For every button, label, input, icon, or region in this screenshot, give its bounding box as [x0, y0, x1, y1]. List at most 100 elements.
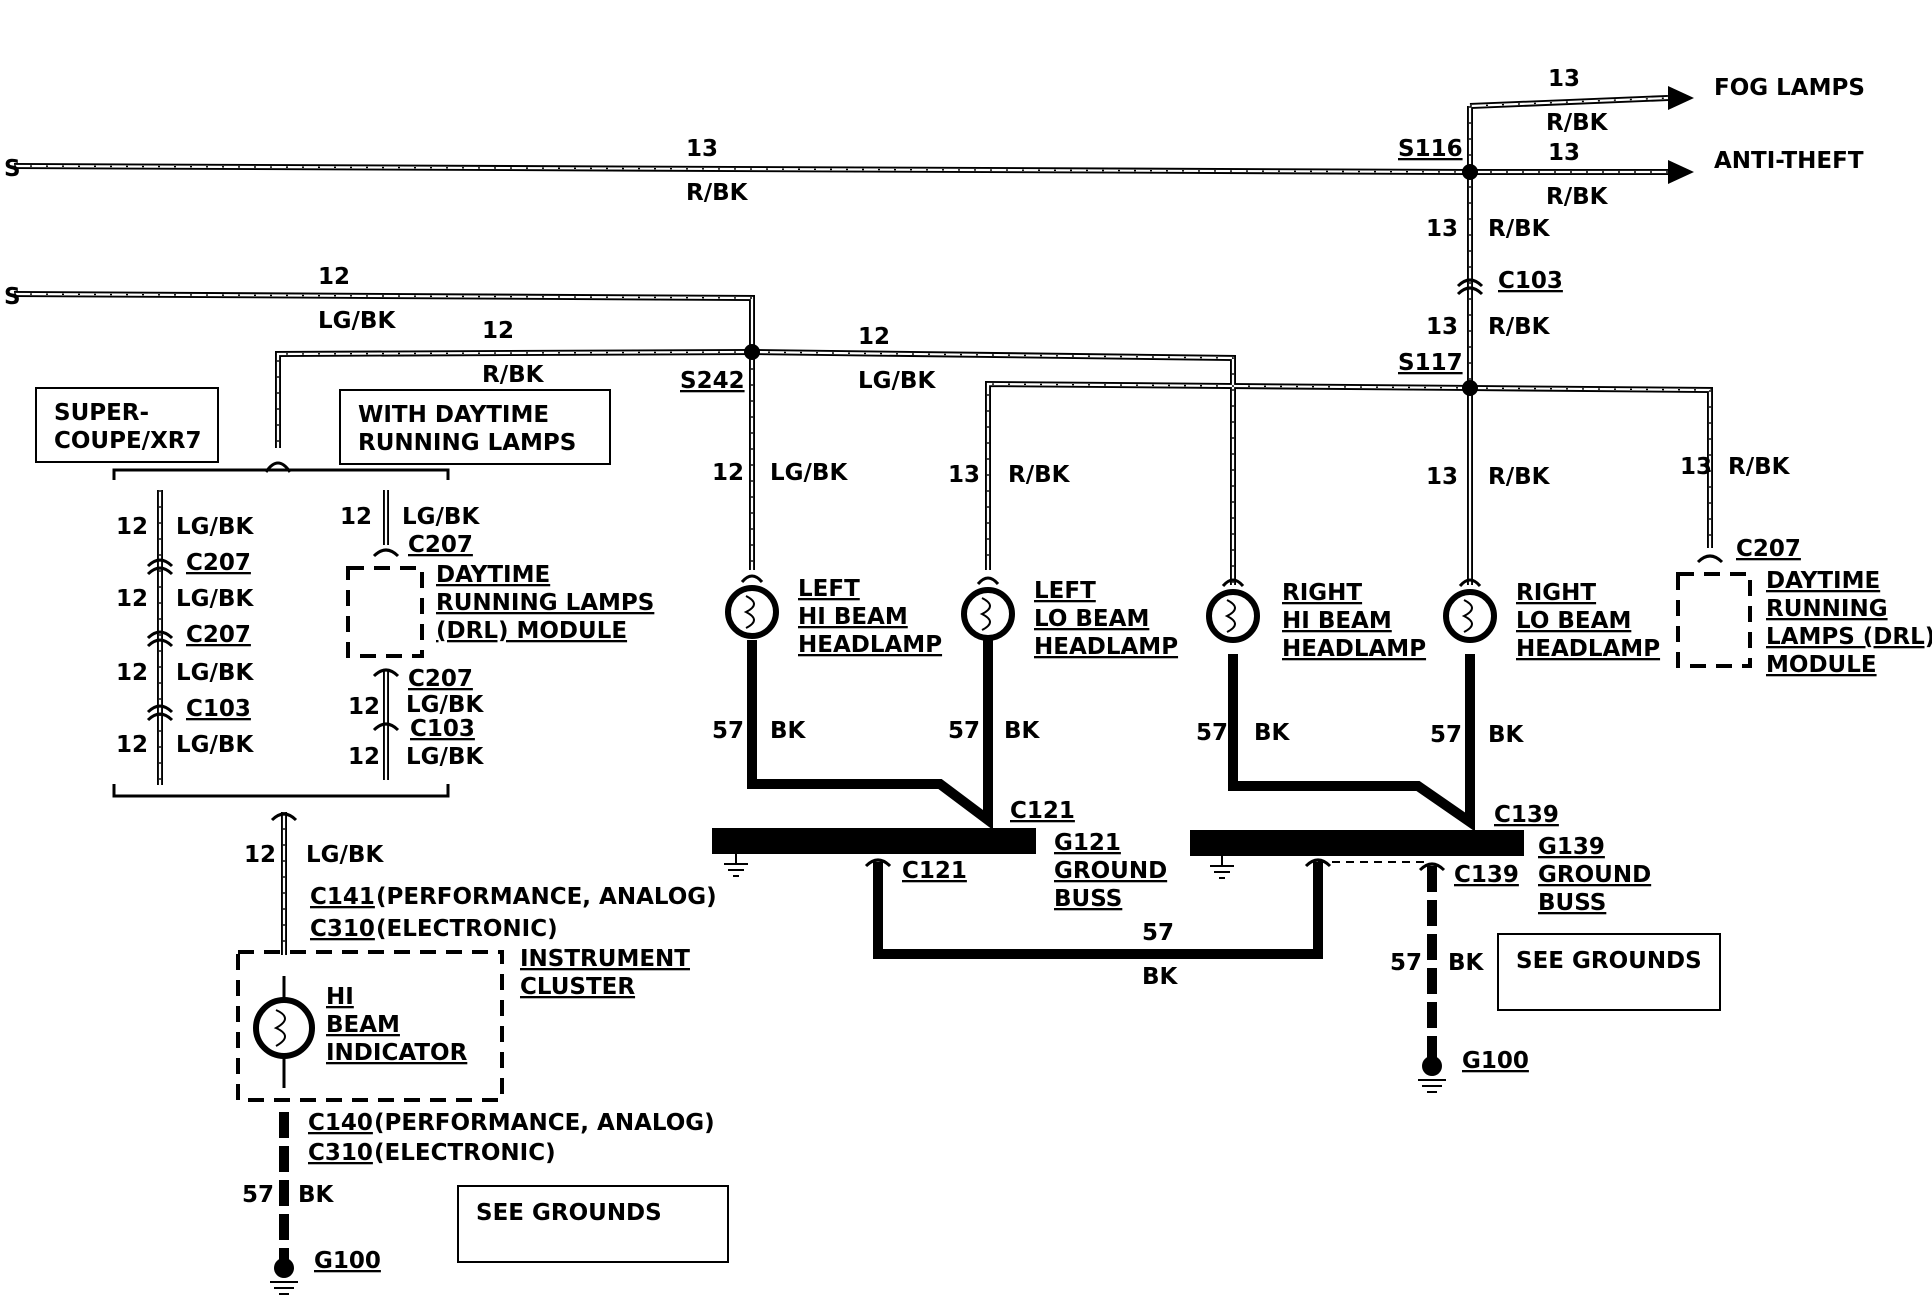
indicator-line-1: HI [326, 984, 354, 1010]
drl-w2-color: LG/BK [406, 692, 484, 718]
rh-lo-name-3: HEADLAMP [1516, 636, 1660, 662]
arrow-anti-theft-icon [1668, 160, 1694, 184]
lh-hi-gnd-gauge: 57 [712, 718, 744, 744]
right-ground-color: BK [1448, 950, 1485, 976]
right-drl-line-4: MODULE [1766, 652, 1877, 678]
right-drl-line-1: DAYTIME [1766, 568, 1880, 594]
main-12-color: LG/BK [318, 308, 396, 334]
splice-s116-dot [1462, 164, 1478, 180]
lh-hi-gauge: 12 [712, 460, 744, 486]
drl-c3: C103 [410, 716, 475, 742]
rh-lo-color: R/BK [1488, 464, 1551, 490]
g139-connector: C139 [1494, 802, 1559, 828]
left-c3: C103 [186, 696, 251, 722]
cluster-c141: C141 [310, 884, 375, 910]
ground-symbol-icon [1418, 1079, 1446, 1093]
splice-s116-label: S116 [1398, 136, 1463, 162]
anti-theft-color: R/BK [1546, 184, 1609, 210]
lh-hi-name-3: HEADLAMP [798, 632, 942, 658]
lh-lo-name-2: LO BEAM [1034, 606, 1149, 632]
riser-color-1: R/BK [1488, 216, 1551, 242]
drl-12-gauge: 12 [482, 318, 514, 344]
riser-gauge-1: 13 [1426, 216, 1458, 242]
striped-wires: S S [4, 95, 1713, 955]
lh-lo-name-3: HEADLAMP [1034, 634, 1178, 660]
bridge-color: BK [1142, 964, 1179, 990]
see-grounds-box-1 [457, 1185, 729, 1263]
riser-connector: C103 [1498, 268, 1563, 294]
left-w1-color: LG/BK [176, 514, 254, 540]
g121-ground-buss [712, 828, 1036, 854]
drl-c2: C207 [408, 666, 473, 692]
anti-theft-dest: ANTI-THEFT [1714, 148, 1864, 174]
drl-w2-gauge: 12 [348, 694, 380, 720]
cluster-c310a-note: (ELECTRONIC) [376, 916, 558, 942]
lh-lo-name-1: LEFT [1034, 578, 1096, 604]
left-w1-gauge: 12 [116, 514, 148, 540]
bracket-top [112, 468, 450, 480]
left-hi-beam-headlamp-bulb-icon [725, 574, 779, 639]
see-grounds-box-2 [1497, 933, 1721, 1011]
cluster-title-1: INSTRUMENT [520, 946, 690, 972]
g139-label-1: G139 [1538, 834, 1605, 860]
g121-label-2: GROUND [1054, 858, 1167, 884]
rh-lo-gnd-gauge: 57 [1430, 722, 1462, 748]
drl-w3-gauge: 12 [348, 744, 380, 770]
drl-module-box [346, 566, 424, 658]
connector-c103-arc [1456, 278, 1484, 288]
cluster-feed-color: LG/BK [306, 842, 384, 868]
lh-hi-color: LG/BK [770, 460, 848, 486]
hi-beam-indicator-bulb-icon [253, 997, 315, 1059]
rh-hi-name-3: HEADLAMP [1282, 636, 1426, 662]
bridge-gauge: 57 [1142, 920, 1174, 946]
left-w2-color: LG/BK [176, 586, 254, 612]
lh-hi-name-2: HI BEAM [798, 604, 908, 630]
g121-feed-wires [747, 640, 993, 830]
g139-feed-wires [1228, 654, 1475, 832]
drl-w1-color: LG/BK [402, 504, 480, 530]
main-13-color: R/BK [686, 180, 749, 206]
cluster-c310a: C310 [310, 916, 375, 942]
drl-w3-color: LG/BK [406, 744, 484, 770]
left-w4-color: LG/BK [176, 732, 254, 758]
right-drl-color: R/BK [1728, 454, 1791, 480]
fog-color: R/BK [1546, 110, 1609, 136]
g121-label-3: BUSS [1054, 886, 1122, 912]
main-12-gauge: 12 [318, 264, 350, 290]
right-hi-beam-headlamp-bulb-icon [1206, 578, 1260, 643]
left-c1: C207 [186, 550, 251, 576]
left-lo-beam-headlamp-bulb-icon [961, 576, 1015, 641]
ground-symbol-icon [1210, 856, 1234, 879]
bracket-connector-arc [264, 461, 292, 473]
g139-lower-connector: C139 [1454, 862, 1519, 888]
mid-12-color: LG/BK [858, 368, 936, 394]
splice-s242-dot [744, 344, 760, 360]
super-coupe-line-2: COUPE/XR7 [54, 428, 202, 454]
splice-s117-dot [1462, 380, 1478, 396]
right-drl-connector: C207 [1736, 536, 1801, 562]
splice-s117-label: S117 [1398, 350, 1463, 376]
anti-theft-gauge: 13 [1548, 140, 1580, 166]
with-drl-line-2: RUNNING LAMPS [358, 430, 576, 456]
g121-lower-connector: C121 [902, 858, 967, 884]
g139-label-3: BUSS [1538, 890, 1606, 916]
right-drl-module-box [1676, 572, 1752, 668]
with-drl-line-1: WITH DAYTIME [358, 402, 549, 428]
bracket-bottom [112, 784, 450, 798]
ground-symbol-icon [270, 1281, 298, 1295]
headlamps [725, 574, 1497, 643]
instrument-cluster-box [236, 950, 504, 1102]
fog-lamps-dest: FOG LAMPS [1714, 75, 1865, 101]
main-13-gauge: 13 [686, 136, 718, 162]
cluster-c141-note: (PERFORMANCE, ANALOG) [376, 884, 717, 910]
super-coupe-line-1: SUPER- [54, 400, 149, 426]
drl-w1-gauge: 12 [340, 504, 372, 530]
lh-lo-color: R/BK [1008, 462, 1071, 488]
right-drl-line-3: LAMPS (DRL) [1766, 624, 1932, 650]
lh-hi-name-1: LEFT [798, 576, 860, 602]
fog-gauge: 13 [1548, 66, 1580, 92]
arrow-fog-lamps-icon [1668, 86, 1694, 110]
left-w4-gauge: 12 [116, 732, 148, 758]
wire-end-squiggle: S [4, 156, 21, 182]
g139-label-2: GROUND [1538, 862, 1651, 888]
